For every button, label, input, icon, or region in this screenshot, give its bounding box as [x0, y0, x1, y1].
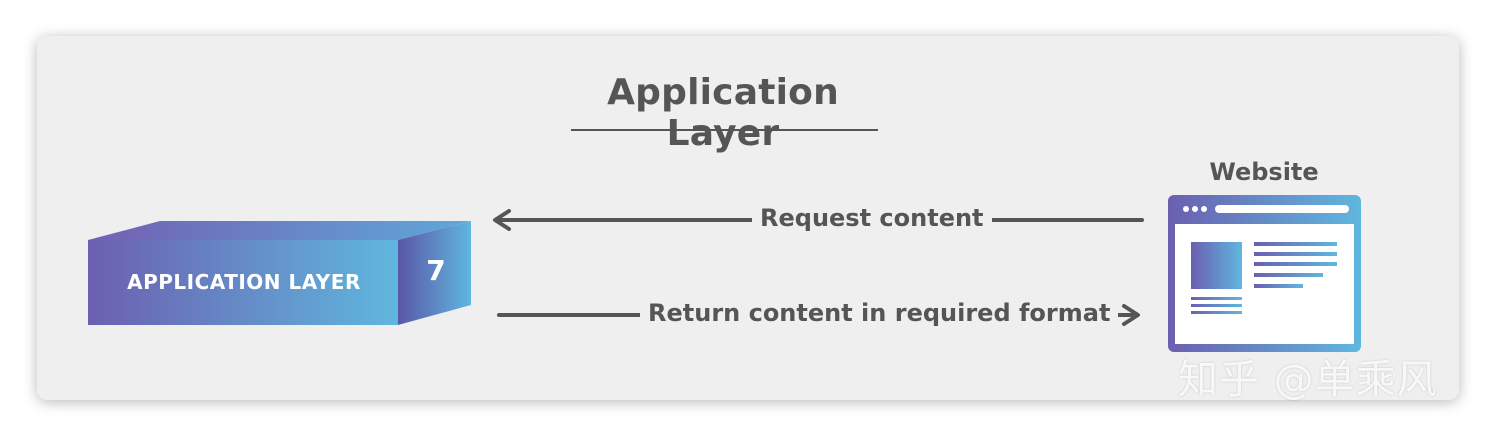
website-image-block	[1191, 242, 1242, 289]
website-text-line	[1254, 273, 1323, 277]
website-label: Website	[1209, 158, 1319, 186]
browser-dot-3	[1201, 206, 1207, 212]
website-text-line	[1191, 297, 1242, 300]
return-arrowhead-right-icon	[1122, 304, 1140, 326]
website-text-line	[1254, 242, 1337, 246]
request-content-label: Request content	[752, 204, 992, 232]
website-icon	[1168, 195, 1361, 352]
browser-dot-2	[1192, 206, 1198, 212]
watermark: 知乎 @单乘风	[1178, 357, 1438, 403]
browser-address-bar	[1215, 205, 1349, 213]
block-side-face	[398, 221, 471, 325]
website-text-line	[1254, 284, 1303, 288]
request-arrowhead-left-icon	[493, 209, 511, 231]
browser-dot-1	[1183, 206, 1189, 212]
title-underline	[571, 129, 878, 131]
website-text-line	[1191, 304, 1242, 307]
block-layer-number: 7	[426, 254, 446, 287]
website-text-line	[1191, 311, 1242, 314]
website-text-line	[1254, 262, 1337, 266]
application-layer-block	[88, 221, 471, 325]
block-label: APPLICATION LAYER	[127, 270, 361, 294]
diagram-title: Application Layer	[607, 72, 839, 154]
return-content-label: Return content in required format	[640, 299, 1119, 327]
block-front-face	[88, 240, 398, 325]
website-text-line	[1254, 252, 1337, 256]
block-top-face	[88, 221, 471, 240]
